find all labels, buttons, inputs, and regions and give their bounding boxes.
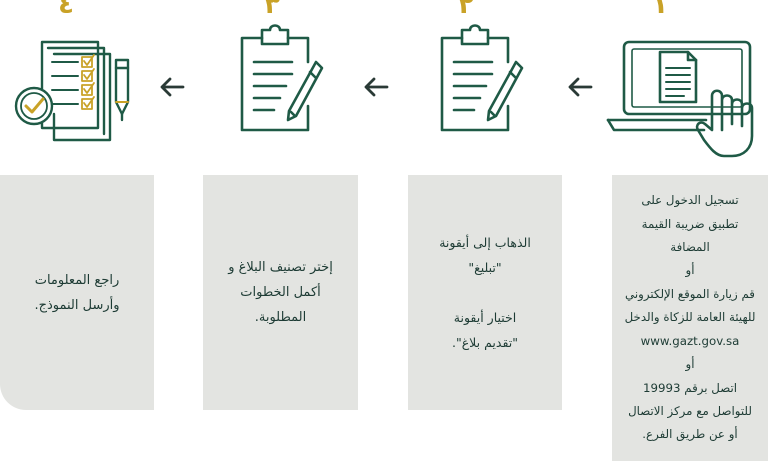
step-1-description: تسجيل الدخول على تطبيق ضريبة القيمة المض… — [625, 189, 756, 446]
clipboard-pen-icon — [440, 24, 524, 132]
step-3-card: إختر تصنيف البلاغ و أكمل الخطوات المطلوب… — [203, 175, 358, 410]
step-1-line: تطبيق ضريبة القيمة — [641, 216, 739, 231]
website-link[interactable]: www.gazt.gov.sa — [640, 333, 740, 348]
step-1-line: المضافة — [670, 240, 710, 255]
step-1-card: تسجيل الدخول على تطبيق ضريبة القيمة المض… — [612, 175, 768, 461]
step-2-line: "تقديم بلاغ". — [452, 335, 519, 350]
step-number-2: ٢ — [458, 0, 474, 20]
step-4-line: وأرسل النموذج. — [34, 297, 120, 313]
step-1-line: تسجيل الدخول على — [641, 193, 739, 208]
step-number-4: ٤ — [58, 0, 74, 20]
arrow-left-icon — [568, 77, 593, 97]
phone-number-line: اتصل برقم 19993 — [642, 380, 738, 395]
laptop-document-hand-icon — [606, 40, 754, 158]
step-1-line: أو — [685, 263, 695, 278]
step-1-line: قم زيارة الموقع الإلكتروني — [625, 286, 755, 301]
step-2-line: اختيار أيقونة — [453, 310, 517, 325]
arrow-left-icon — [364, 77, 389, 97]
step-4-description: راجع المعلومات وأرسل النموذج. — [34, 268, 119, 318]
step-3-line: المطلوبة. — [254, 310, 307, 325]
step-2-line: الذهاب إلى أيقونة — [439, 235, 531, 250]
step-4-line: راجع المعلومات — [34, 272, 120, 288]
clipboard-pen-icon — [240, 24, 324, 132]
step-1-line: أو عن طريق الفرع. — [642, 427, 738, 442]
step-number-3: ٣ — [264, 0, 280, 20]
step-3-description: إختر تصنيف البلاغ و أكمل الخطوات المطلوب… — [228, 255, 333, 330]
step-3-line: إختر تصنيف البلاغ و — [228, 260, 333, 275]
step-1-line: أو — [685, 357, 695, 372]
step-3-line: أكمل الخطوات — [240, 285, 321, 300]
arrow-left-icon — [160, 77, 185, 97]
step-2-line: "تبليغ" — [468, 260, 502, 275]
step-2-description: الذهاب إلى أيقونة "تبليغ" اختيار أيقونة … — [439, 230, 531, 355]
step-2-card: الذهاب إلى أيقونة "تبليغ" اختيار أيقونة … — [408, 175, 562, 410]
step-1-line: للتواصل مع مركز الاتصال — [628, 403, 752, 418]
step-4-card: راجع المعلومات وأرسل النموذج. — [0, 175, 154, 410]
step-number-1: ١ — [652, 0, 668, 20]
step-1-line: للهيئة العامة للزكاة والدخل — [624, 310, 756, 325]
checklist-approved-icon — [14, 40, 130, 142]
